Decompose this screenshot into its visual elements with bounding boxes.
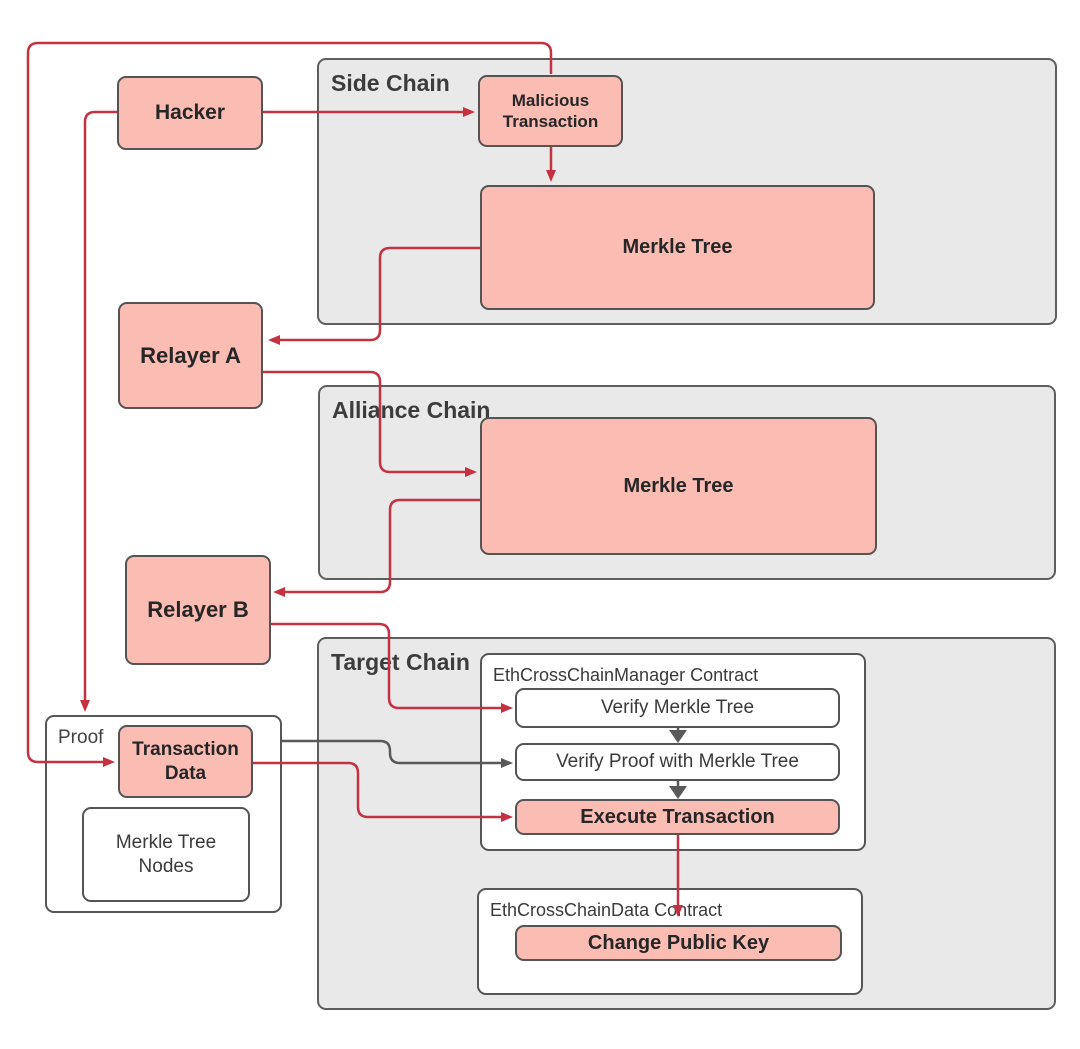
relayer-b-node: Relayer B: [125, 555, 271, 665]
merkle-tree-nodes-node-label: Merkle Tree Nodes: [115, 831, 217, 877]
alliance-chain-merkle-tree-node-label: Merkle Tree: [623, 474, 734, 497]
ethcrosschainmanager-contract-label: EthCrossChainManager Contract: [493, 665, 759, 685]
proof-label: Proof: [58, 727, 104, 748]
ethcrosschaindata-contract-label: EthCrossChainData Contract: [490, 900, 723, 920]
hacker-node: Hacker: [117, 76, 263, 150]
malicious-transaction-node: Malicious Transaction: [478, 75, 623, 147]
relayer-b-node-label: Relayer B: [147, 597, 249, 623]
verify-merkle-tree-node-label: Verify Merkle Tree: [600, 697, 755, 719]
execute-transaction-node-label: Execute Transaction: [580, 805, 775, 828]
change-public-key-node: Change Public Key: [515, 925, 842, 961]
connector-hacker-to-proof: [80, 110, 117, 712]
transaction-data-node-label: Transaction Data: [132, 738, 239, 784]
change-public-key-node-label: Change Public Key: [587, 931, 770, 954]
side-chain-label: Side Chain: [331, 70, 450, 96]
malicious-transaction-node-label: Malicious Transaction: [502, 90, 599, 131]
relayer-a-node-label: Relayer A: [140, 342, 241, 368]
side-chain-merkle-tree-node: Merkle Tree: [480, 185, 875, 310]
relayer-a-node: Relayer A: [118, 302, 263, 409]
verify-proof-with-merkle-tree-node: Verify Proof with Merkle Tree: [515, 743, 840, 781]
alliance-chain-label: Alliance Chain: [332, 397, 491, 423]
target-chain-label: Target Chain: [331, 649, 470, 675]
side-chain-merkle-tree-node-label: Merkle Tree: [622, 236, 733, 258]
execute-transaction-node: Execute Transaction: [515, 799, 840, 835]
verify-proof-with-merkle-tree-node-label: Verify Proof with Merkle Tree: [556, 751, 799, 773]
verify-merkle-tree-node: Verify Merkle Tree: [515, 688, 840, 728]
merkle-tree-nodes-node: Merkle Tree Nodes: [82, 807, 250, 902]
transaction-data-node: Transaction Data: [118, 725, 253, 798]
hacker-node-label: Hacker: [154, 100, 226, 124]
alliance-chain-merkle-tree-node: Merkle Tree: [480, 417, 877, 555]
